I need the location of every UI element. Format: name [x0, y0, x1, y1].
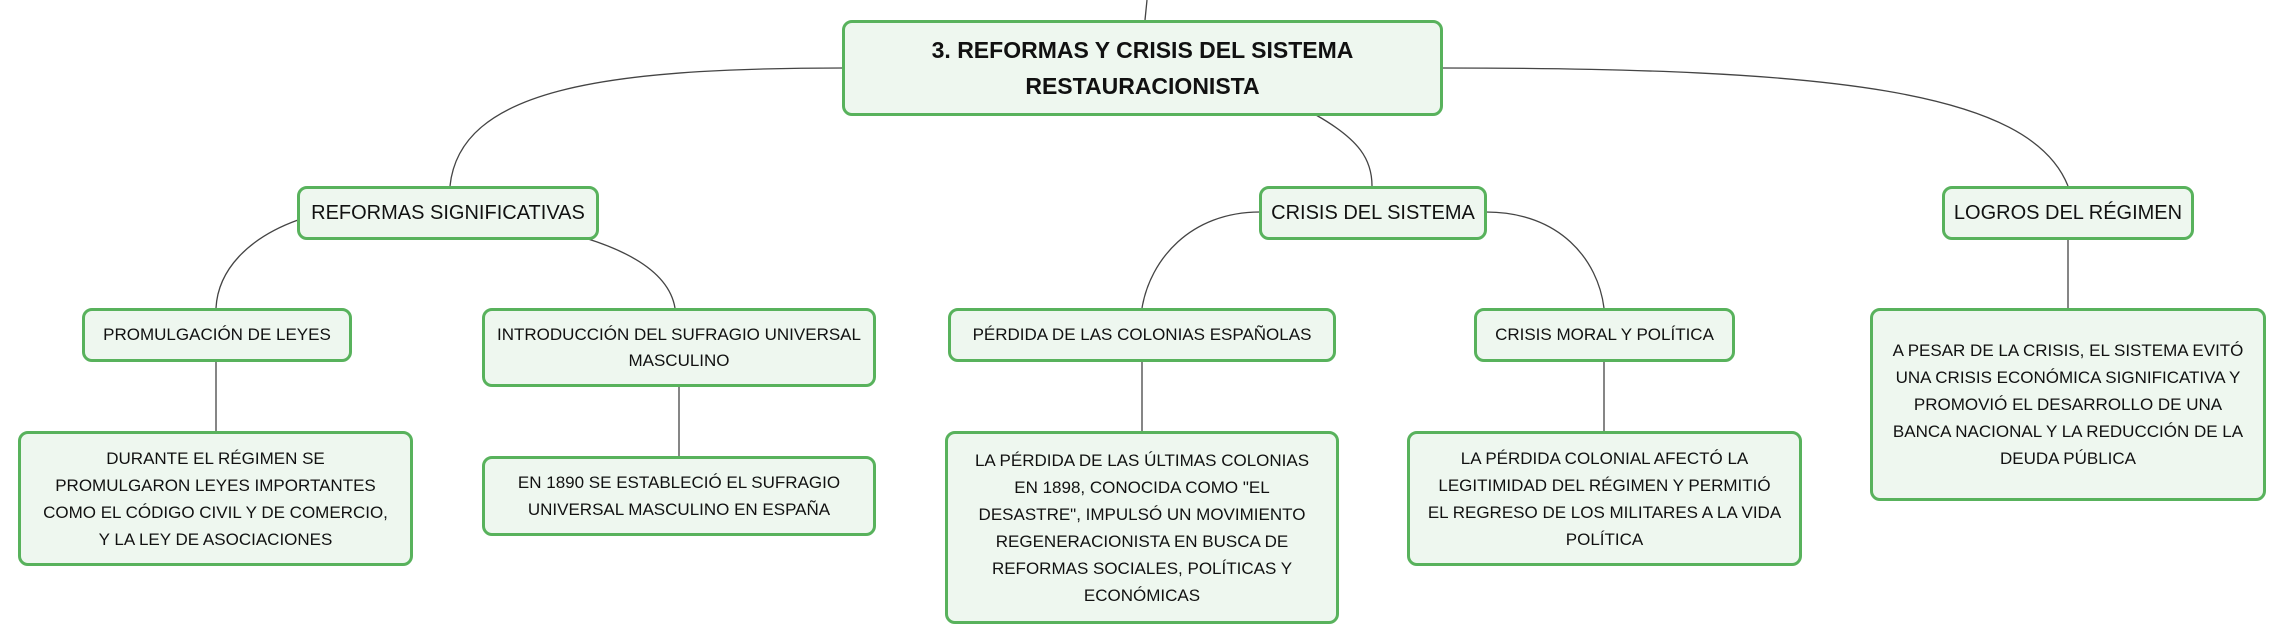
branch-reformas[interactable]: REFORMAS SIGNIFICATIVAS	[297, 186, 599, 240]
root-node[interactable]: 3. REFORMAS Y CRISIS DEL SISTEMA RESTAUR…	[842, 20, 1443, 116]
detail-logros-regimen[interactable]: A PESAR DE LA CRISIS, EL SISTEMA EVITÓ U…	[1870, 308, 2266, 501]
connector-parent-root	[1144, 0, 1148, 21]
topic-promulgacion-leyes[interactable]: PROMULGACIÓN DE LEYES	[82, 308, 352, 362]
detail-sufragio-universal-text: EN 1890 SE ESTABLECIÓ EL SUFRAGIO UNIVER…	[517, 473, 841, 519]
branch-reformas-label: REFORMAS SIGNIFICATIVAS	[311, 202, 585, 224]
connector-root-crisis	[1315, 114, 1373, 187]
topic-promulgacion-leyes-label: PROMULGACIÓN DE LEYES	[103, 325, 331, 344]
connector-root-reformas	[449, 67, 844, 187]
detail-perdida-colonias-text: LA PÉRDIDA DE LAS ÚLTIMAS COLONIAS EN 18…	[974, 450, 1310, 605]
topic-crisis-moral-label: CRISIS MORAL Y POLÍTICA	[1495, 325, 1714, 344]
branch-crisis[interactable]: CRISIS DEL SISTEMA	[1259, 186, 1487, 240]
detail-promulgacion-leyes[interactable]: DURANTE EL RÉGIMEN SE PROMULGARON LEYES …	[18, 431, 413, 566]
detail-perdida-colonias[interactable]: LA PÉRDIDA DE LAS ÚLTIMAS COLONIAS EN 18…	[945, 431, 1339, 624]
detail-crisis-moral[interactable]: LA PÉRDIDA COLONIAL AFECTÓ LA LEGITIMIDA…	[1407, 431, 1802, 566]
branch-logros[interactable]: LOGROS DEL RÉGIMEN	[1942, 186, 2194, 240]
connector-crisis-moral	[1485, 211, 1605, 309]
topic-sufragio-universal[interactable]: INTRODUCCIÓN DEL SUFRAGIO UNIVERSAL MASC…	[482, 308, 876, 387]
detail-promulgacion-leyes-text: DURANTE EL RÉGIMEN SE PROMULGARON LEYES …	[43, 448, 388, 549]
topic-perdida-colonias[interactable]: PÉRDIDA DE LAS COLONIAS ESPAÑOLAS	[948, 308, 1336, 362]
topic-crisis-moral[interactable]: CRISIS MORAL Y POLÍTICA	[1474, 308, 1735, 362]
detail-crisis-moral-text: LA PÉRDIDA COLONIAL AFECTÓ LA LEGITIMIDA…	[1427, 448, 1782, 549]
topic-sufragio-universal-label: INTRODUCCIÓN DEL SUFRAGIO UNIVERSAL MASC…	[497, 324, 861, 370]
detail-sufragio-universal[interactable]: EN 1890 SE ESTABLECIÓ EL SUFRAGIO UNIVER…	[482, 456, 876, 536]
connector-crisis-colonias	[1141, 211, 1261, 309]
connector-reformas-sufragio	[584, 237, 676, 309]
detail-logros-regimen-text: A PESAR DE LA CRISIS, EL SISTEMA EVITÓ U…	[1892, 341, 2244, 468]
topic-perdida-colonias-label: PÉRDIDA DE LAS COLONIAS ESPAÑOLAS	[972, 325, 1312, 344]
connector-reformas-leyes	[215, 219, 299, 309]
root-title: 3. REFORMAS Y CRISIS DEL SISTEMA RESTAUR…	[931, 37, 1354, 99]
branch-crisis-label: CRISIS DEL SISTEMA	[1271, 202, 1475, 224]
branch-logros-label: LOGROS DEL RÉGIMEN	[1953, 202, 2183, 224]
connector-root-logros	[1441, 67, 2069, 187]
